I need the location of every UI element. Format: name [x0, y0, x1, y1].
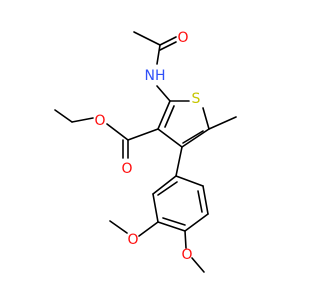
bond [175, 146, 183, 177]
bond [157, 181, 178, 196]
bond [164, 105, 175, 128]
bond [197, 190, 203, 213]
bond [127, 128, 159, 141]
bond [71, 117, 94, 123]
bond [157, 128, 183, 148]
bond [159, 41, 177, 51]
molecule-structure: O NH S O O O O [54, 30, 237, 273]
bond [156, 44, 161, 65]
bond [202, 185, 209, 215]
atom-labels: O NH S O O O O [94, 30, 200, 263]
oxygen-atom-label: O [127, 232, 138, 248]
bond [184, 230, 187, 249]
bond [162, 217, 186, 226]
bond [184, 213, 209, 232]
bond [208, 116, 237, 130]
bond [182, 130, 204, 144]
bond [157, 221, 186, 232]
oxygen-atom-label: O [181, 247, 192, 263]
bond [157, 100, 171, 130]
bond [138, 221, 159, 237]
bond [109, 220, 128, 234]
oxygen-atom-label: O [177, 30, 188, 46]
bond [133, 31, 161, 46]
bond [156, 85, 171, 102]
bond [152, 193, 159, 223]
bond [106, 123, 129, 141]
nitrogen-atom-label: NH [145, 68, 166, 84]
bond [159, 36, 177, 46]
oxygen-atom-label: O [121, 161, 132, 177]
bond [181, 128, 210, 148]
bond [202, 107, 210, 130]
bond [175, 175, 204, 187]
bond [152, 175, 177, 195]
bond [191, 257, 205, 273]
sulfur-atom-label: S [192, 91, 201, 107]
bond-lines [54, 31, 237, 273]
oxygen-atom-label: O [94, 113, 105, 129]
bond [54, 109, 73, 123]
